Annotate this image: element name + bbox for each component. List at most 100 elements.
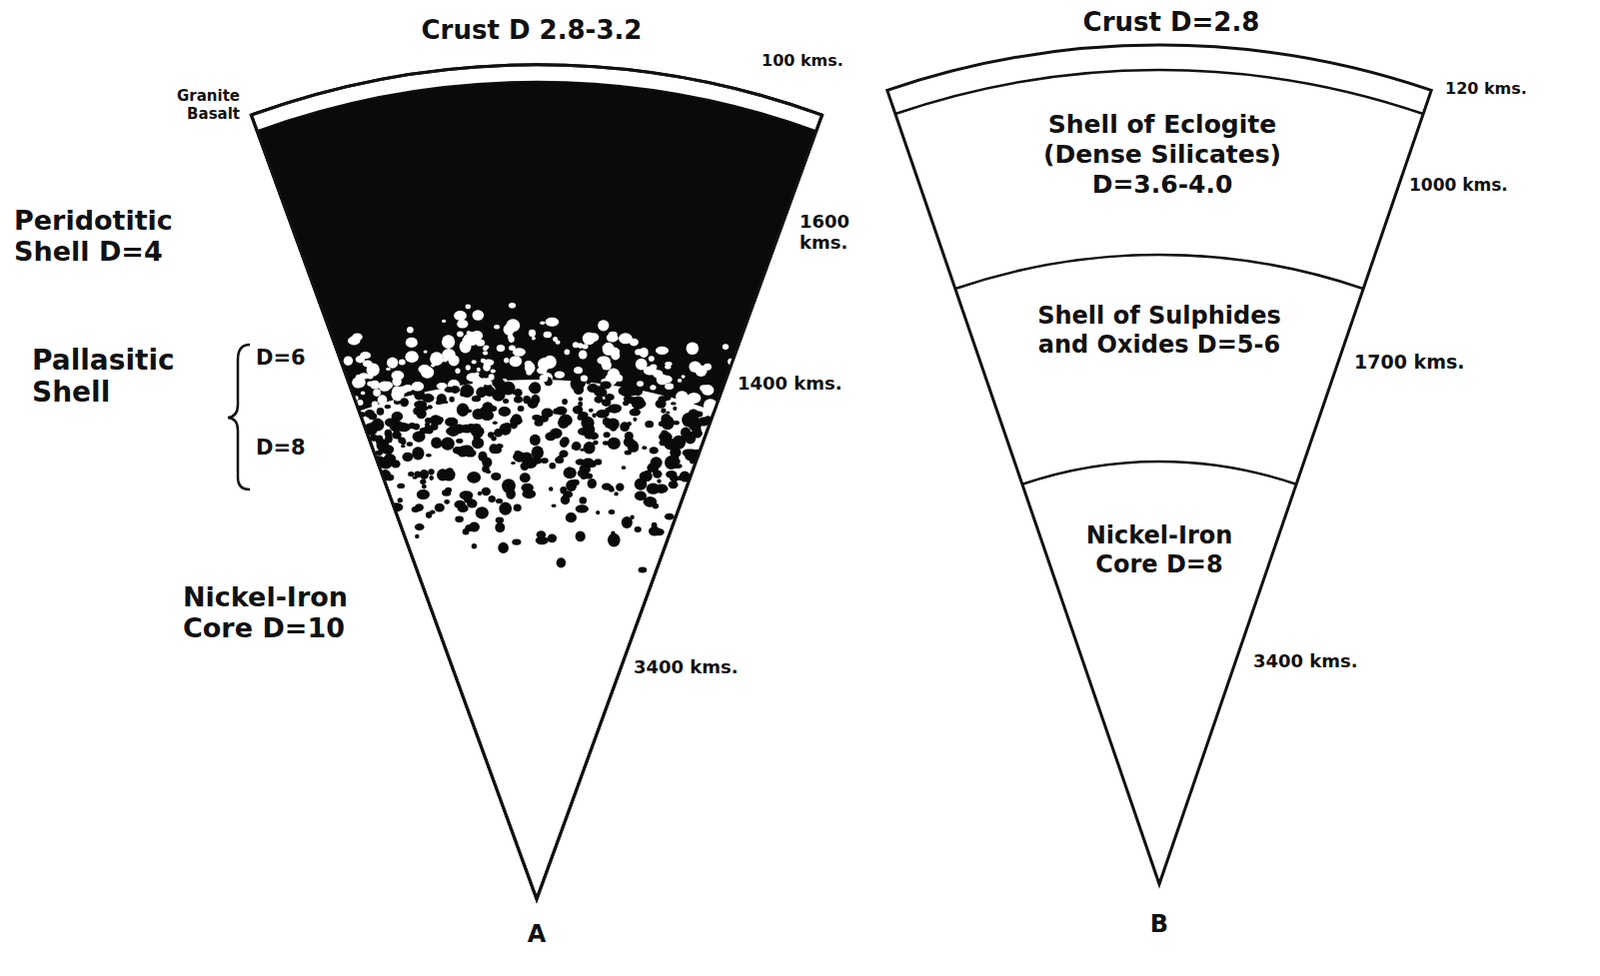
speckle: [465, 364, 471, 371]
speckle: [587, 478, 597, 489]
speckle: [624, 449, 632, 455]
density-label: D=8: [255, 435, 306, 460]
speckle: [459, 391, 466, 397]
speckle: [514, 450, 522, 456]
speckle: [586, 383, 599, 393]
speckle: [376, 434, 384, 442]
speckle: [652, 503, 660, 510]
speckle: [634, 526, 642, 533]
speckle: [400, 438, 407, 445]
speckle: [440, 437, 455, 451]
layer-label: Granite: [149, 87, 240, 105]
speckle: [481, 487, 491, 496]
speckle: [495, 443, 504, 449]
speckle: [513, 395, 523, 403]
speckle: [689, 409, 698, 418]
speckle: [655, 399, 667, 409]
shell-text: Shell of Sulphides and Oxides D=5-6: [1009, 301, 1310, 360]
speckle: [351, 332, 362, 341]
speckle: [634, 348, 643, 355]
speckle: [448, 429, 453, 434]
speckle: [578, 349, 588, 359]
speckle: [457, 504, 469, 513]
sulphide-shell: Shell of Sulphides and Oxides D=5-6: [1009, 301, 1310, 360]
speckle: [530, 394, 540, 405]
speckle: [477, 491, 482, 496]
speckle: [419, 479, 426, 485]
speckle: [442, 468, 456, 482]
crust-line: [895, 69, 1424, 114]
speckle: [491, 388, 505, 402]
speckle: [543, 355, 557, 369]
speckle: [621, 516, 633, 529]
speckle: [425, 453, 432, 458]
speckle: [536, 530, 547, 539]
speckle: [583, 429, 595, 440]
speckle: [597, 319, 609, 331]
speckle: [402, 384, 414, 392]
speckle: [634, 478, 648, 491]
speckle: [377, 394, 388, 405]
speckle: [406, 326, 414, 333]
speckle: [608, 331, 618, 338]
speckle: [672, 406, 677, 411]
speckle: [480, 409, 494, 421]
speckle: [656, 374, 669, 386]
speckle: [571, 445, 577, 450]
speckle: [414, 503, 424, 512]
speckle: [524, 362, 535, 374]
speckle: [503, 323, 515, 336]
speckle: [396, 483, 405, 489]
speckle: [545, 317, 560, 327]
speckle: [431, 441, 442, 449]
speckle: [476, 367, 481, 372]
speckle: [414, 534, 419, 539]
speckle: [466, 471, 481, 484]
density-label: D=6: [255, 345, 306, 370]
speckle: [475, 372, 480, 376]
speckle: [558, 414, 573, 427]
speckle: [359, 351, 371, 359]
speckle: [510, 461, 516, 465]
speckle: [665, 470, 677, 479]
speckle: [650, 456, 663, 469]
speckle: [384, 417, 397, 427]
speckle: [572, 341, 579, 348]
speckle: [677, 475, 684, 481]
speckle: [649, 446, 659, 454]
speckle: [529, 434, 541, 446]
speckle: [607, 404, 622, 414]
speckle: [508, 355, 522, 367]
speckle: [480, 358, 486, 364]
shell-text: Nickel-Iron Core D=8: [1073, 521, 1246, 580]
speckle: [684, 431, 696, 444]
speckle: [587, 460, 597, 468]
crust-label: Crust D 2.8-3.2: [421, 15, 643, 46]
speckle: [490, 368, 496, 373]
speckle: [371, 400, 379, 408]
speckle: [659, 439, 667, 446]
speckle: [475, 506, 489, 519]
speckle: [424, 417, 432, 424]
speckle: [492, 421, 498, 425]
speckle: [548, 486, 554, 492]
wedge-outline: [887, 44, 1432, 885]
speckle: [385, 367, 391, 371]
speckle: [583, 441, 596, 454]
shell-label: Peridotitic Shell D=4: [13, 204, 249, 267]
speckle: [434, 503, 445, 513]
speckle: [407, 471, 415, 477]
depth-label: 1700 kms.: [1354, 351, 1465, 374]
speckle: [543, 331, 552, 338]
speckle: [677, 378, 682, 383]
speckle: [475, 386, 487, 398]
speckle: [575, 504, 589, 513]
speckle: [406, 441, 413, 447]
depth-label: 1400 kms.: [737, 373, 843, 395]
speckle: [465, 408, 472, 413]
speckle: [660, 408, 666, 414]
speckle: [415, 408, 427, 419]
speckle: [613, 336, 619, 341]
speckle: [585, 380, 591, 384]
speckle: [613, 372, 620, 378]
